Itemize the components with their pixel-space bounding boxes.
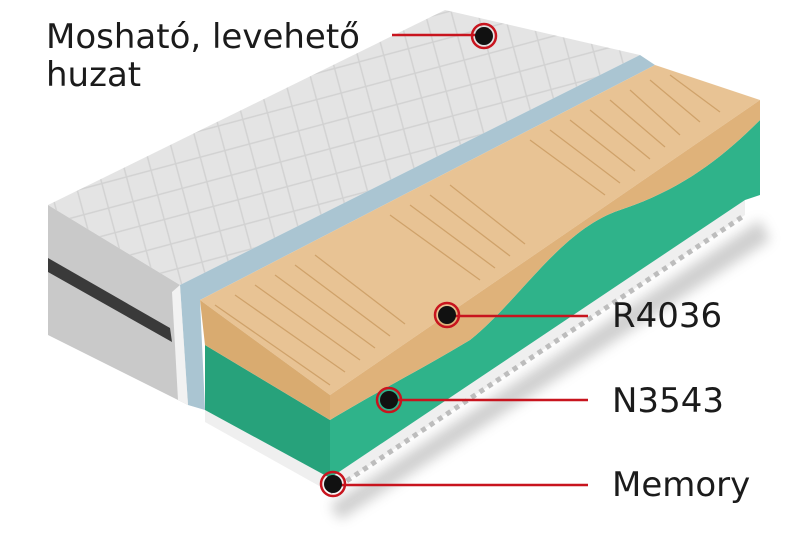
callout-memory bbox=[319, 470, 588, 498]
shadow bbox=[330, 220, 770, 520]
callout-r4036 bbox=[433, 301, 588, 329]
n3543-layer bbox=[205, 120, 760, 478]
label-n3543: N3543 bbox=[612, 381, 724, 421]
marker-dot bbox=[438, 306, 456, 324]
r4036-layer bbox=[200, 65, 760, 420]
cover-zipper-stripe bbox=[48, 258, 172, 342]
label-memory: Memory bbox=[612, 465, 751, 505]
memory-layer bbox=[205, 200, 747, 495]
label-cover-line2: huzat bbox=[46, 55, 142, 95]
marker-dot bbox=[380, 391, 398, 409]
label-r4036: R4036 bbox=[612, 296, 723, 336]
removable-cover bbox=[48, 10, 640, 405]
callout-n3543 bbox=[375, 386, 588, 414]
callout-cover bbox=[392, 22, 498, 50]
marker-dot bbox=[324, 475, 342, 493]
label-cover: Mosható, levehető bbox=[46, 17, 360, 57]
marker-dot bbox=[475, 27, 493, 45]
